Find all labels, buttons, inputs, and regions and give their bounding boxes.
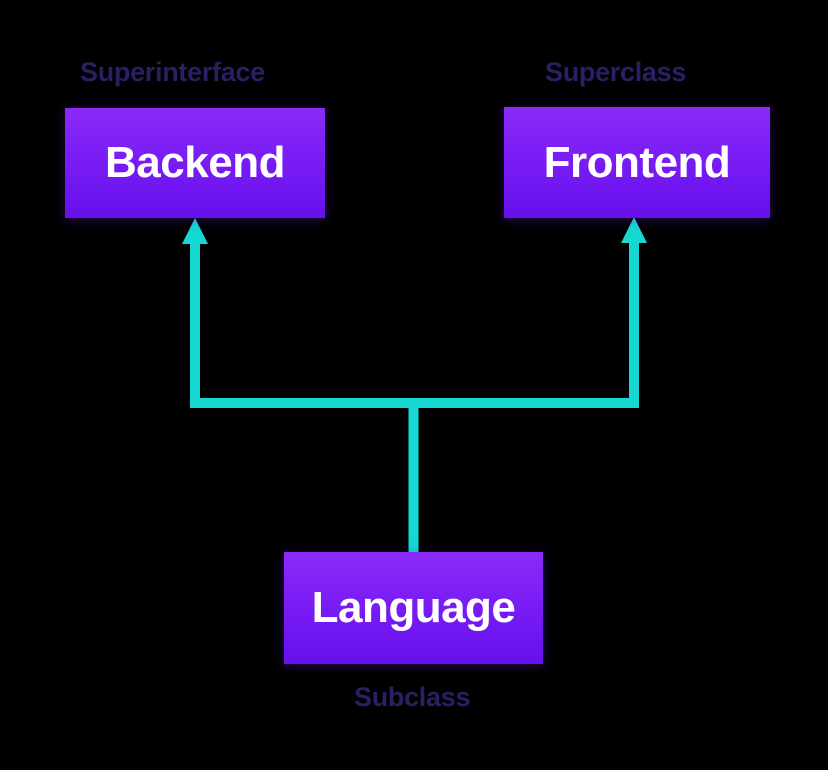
caption-superclass: Superclass	[545, 57, 687, 87]
caption-superinterface: Superinterface	[80, 57, 265, 87]
node-language[interactable]: Language	[284, 552, 543, 664]
node-frontend-label: Frontend	[543, 137, 731, 187]
caption-subclass: Subclass	[354, 682, 471, 712]
arrowhead-frontend-icon	[621, 217, 647, 243]
node-backend[interactable]: Backend	[65, 108, 325, 218]
arrowhead-backend-icon	[182, 218, 208, 244]
node-backend-label: Backend	[105, 138, 285, 187]
node-frontend[interactable]: Frontend	[504, 107, 770, 218]
node-language-label: Language	[311, 583, 516, 632]
